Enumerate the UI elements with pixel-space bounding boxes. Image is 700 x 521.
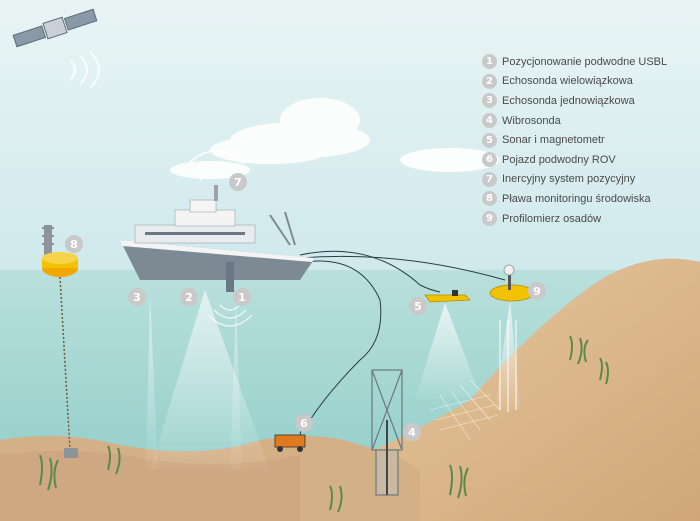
legend-number: 4 — [482, 113, 497, 129]
legend-number: 7 — [482, 171, 497, 187]
sonar-beam — [415, 303, 480, 400]
marker-8: 8 — [65, 235, 83, 253]
legend-label: Profilomierz osadów — [502, 212, 602, 225]
legend: 1 Pozycjonowanie podwodne USBL 2 Echoson… — [482, 52, 697, 228]
legend-number: 6 — [482, 152, 497, 168]
marker-4: 4 — [403, 423, 421, 441]
marker-7: 7 — [229, 173, 247, 191]
legend-item: 6 Pojazd podwodny ROV — [482, 150, 697, 170]
legend-item: 5 Sonar i magnetometr — [482, 130, 697, 150]
legend-item: 9 Profilomierz osadów — [482, 209, 697, 229]
legend-number: 3 — [482, 93, 497, 109]
legend-label: Echosonda wielowiązkowa — [502, 75, 633, 88]
marker-5: 5 — [409, 297, 427, 315]
survey-net — [429, 379, 501, 441]
sediment-profiler — [489, 264, 535, 302]
legend-item: 1 Pozycjonowanie podwodne USBL — [482, 52, 697, 72]
rov-vehicle — [274, 434, 306, 452]
marker-6: 6 — [295, 414, 313, 432]
legend-item: 2 Echosonda wielowiązkowa — [482, 72, 697, 92]
singlebeam-beam — [146, 295, 158, 470]
sonar-towfish — [424, 290, 471, 303]
legend-item: 7 Inercyjny system pozycyjny — [482, 170, 697, 190]
marker-9: 9 — [528, 282, 546, 300]
legend-item: 4 Wibrosonda — [482, 111, 697, 131]
legend-label: Pojazd podwodny ROV — [502, 153, 616, 166]
legend-label: Pława monitoringu środowiska — [502, 192, 651, 205]
legend-label: Inercyjny system pozycyjny — [502, 173, 636, 186]
marker-3: 3 — [128, 288, 146, 306]
legend-number: 9 — [482, 211, 497, 227]
legend-item: 3 Echosonda jednowiązkowa — [482, 91, 697, 111]
legend-label: Pozycjonowanie podwodne USBL — [502, 55, 668, 68]
vibrocorer — [371, 369, 403, 496]
monitoring-buoy — [42, 225, 78, 458]
legend-number: 5 — [482, 132, 497, 148]
satellite-signal — [69, 51, 100, 89]
marker-1: 1 — [233, 288, 251, 306]
satellite-icon — [12, 8, 98, 48]
legend-number: 2 — [482, 73, 497, 89]
usbl-rings — [207, 304, 253, 327]
marker-2: 2 — [180, 288, 198, 306]
legend-label: Echosonda jednowiązkowa — [502, 94, 635, 107]
legend-label: Wibrosonda — [502, 114, 561, 127]
legend-number: 1 — [482, 54, 497, 70]
legend-number: 8 — [482, 191, 497, 207]
legend-item: 8 Pława monitoringu środowiska — [482, 189, 697, 209]
survey-ship — [120, 185, 315, 292]
seaweed — [39, 335, 609, 513]
legend-label: Sonar i magnetometr — [502, 134, 605, 147]
profiler-arrows — [499, 320, 517, 412]
